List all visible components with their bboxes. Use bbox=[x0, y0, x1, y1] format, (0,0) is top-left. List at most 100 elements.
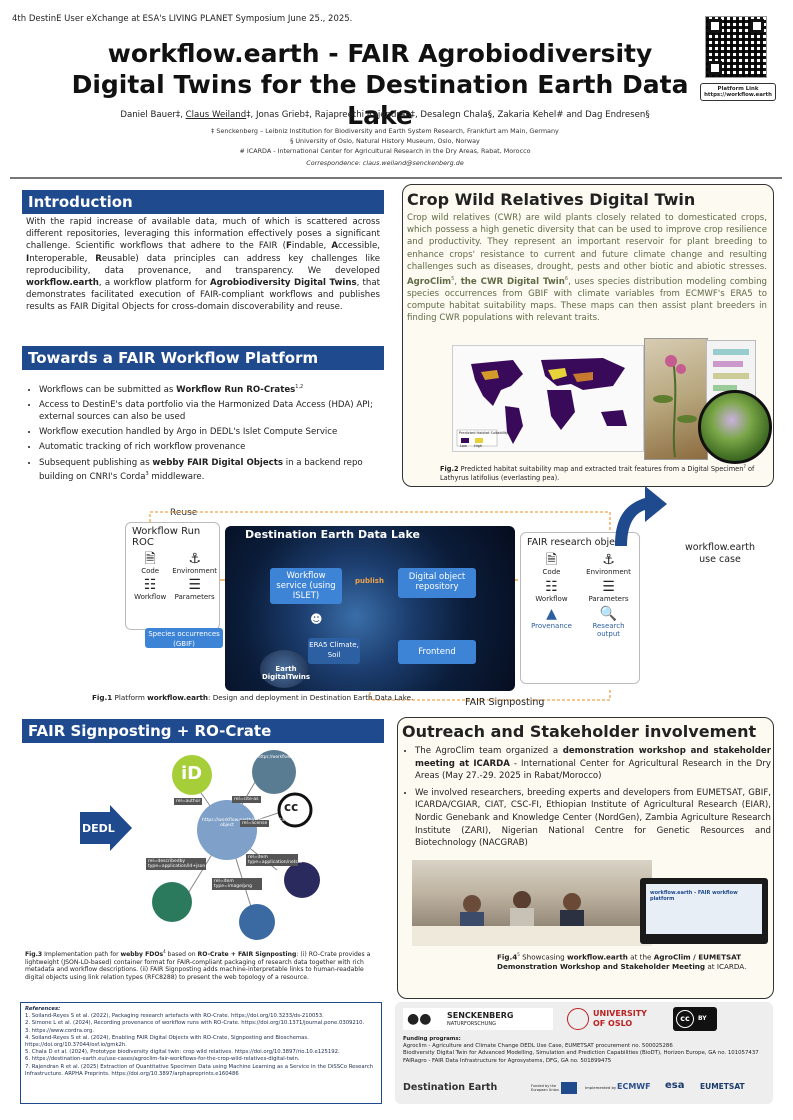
workshop-photo-screen: workflow.earth - FAIR workflow platform bbox=[640, 878, 768, 944]
habitat-suitability-map: Predicted Habitat Suitability Low High bbox=[452, 345, 644, 452]
list-item: Workflows can be submitted as Workflow R… bbox=[39, 382, 379, 396]
esa-logo: esa bbox=[665, 1080, 685, 1091]
eu-flag-icon bbox=[561, 1082, 577, 1094]
qr-code-icon[interactable] bbox=[705, 16, 767, 78]
references-heading: References: bbox=[25, 1006, 61, 1012]
outreach-panel bbox=[397, 717, 774, 999]
author-presenting: Claus Weiland bbox=[185, 110, 247, 120]
dedl-title: Destination Earth Data Lake bbox=[245, 528, 420, 541]
senckenberg-mark-icon: ●● bbox=[407, 1011, 432, 1027]
cwr-text: Crop wild relatives (CWR) are wild plant… bbox=[407, 213, 768, 324]
eumetsat-logo: EUMETSAT bbox=[700, 1082, 745, 1091]
destination-earth-logo: Destination Earth bbox=[403, 1082, 498, 1093]
header-divider bbox=[10, 177, 782, 179]
chart-magnifier-icon: 🔍 bbox=[599, 606, 618, 622]
rel-item-netcdf: rel=item type=application/netcdf bbox=[246, 854, 303, 866]
title-line-2: Digital Twins for the Destination Earth … bbox=[71, 70, 689, 130]
species-occurrences-box: Species occurrences (GBIF) bbox=[145, 628, 223, 648]
funding-programs: Funding programs: Agroclim - Agriculture… bbox=[403, 1036, 759, 1064]
correspondence[interactable]: Correspondence: claus.weiland@senckenber… bbox=[306, 159, 464, 167]
digital-object-repository-box: Digital object repository bbox=[398, 568, 476, 598]
list-item: We involved researchers, breeding expert… bbox=[415, 787, 771, 850]
docker-icon: ⚓ bbox=[602, 552, 615, 568]
fig4-caption: Fig.45 Showcasing workflow.earth at the … bbox=[497, 952, 747, 971]
outreach-list: The AgroClim team organized a demonstrat… bbox=[402, 745, 771, 854]
affiliation-3: # ICARDA - International Center for Agri… bbox=[239, 147, 531, 155]
reuse-label: Reuse bbox=[170, 508, 198, 518]
reference-item[interactable]: 2. Simone L et al. (2024), Recording pro… bbox=[25, 1020, 365, 1027]
dedl-label: DEDL bbox=[82, 822, 115, 835]
reference-item[interactable]: 7. Rajendran R et al. (2025) Extraction … bbox=[25, 1063, 374, 1077]
affiliation-2: § University of Oslo, Natural History Mu… bbox=[290, 137, 480, 145]
workflow-platform-list: Workflows can be submitted as Workflow R… bbox=[26, 382, 379, 488]
fair-code: 🗎Code bbox=[523, 552, 580, 576]
roc-environment: ⚓Environment bbox=[172, 551, 217, 575]
roc-code: 🗎Code bbox=[128, 551, 172, 575]
workflow-icon: ☷ bbox=[545, 579, 558, 595]
reference-item[interactable]: 5. Chala D et al. (2024), Prototype biod… bbox=[25, 1049, 340, 1056]
reference-item[interactable]: 3. https://www.cordra.org. bbox=[25, 1027, 94, 1034]
list-item: The AgroClim team organized a demonstrat… bbox=[415, 745, 771, 783]
screen-text: workflow.earth - FAIR workflow platform bbox=[650, 890, 738, 902]
frontend-box: Frontend bbox=[398, 640, 476, 664]
uio-logo: UNIVERSITY OF OSLO bbox=[567, 1006, 657, 1032]
signposting-diagram: DEDL iD cc https://workflow.earth/datase… bbox=[62, 750, 362, 940]
rel-license: rel=license bbox=[240, 820, 270, 827]
roc-workflow: ☷Workflow bbox=[128, 577, 172, 601]
top-dataset-label: https://workflow.earth/dataset/... bbox=[258, 754, 324, 759]
user-icon: ☻ bbox=[310, 612, 323, 626]
cc-by-license-icon: cc BY bbox=[673, 1007, 717, 1031]
reference-item[interactable]: 6. https://destination-earth.eu/use-case… bbox=[25, 1056, 300, 1063]
author-list: Daniel Bauer‡, Claus Weiland‡, Jonas Gri… bbox=[40, 110, 730, 120]
reference-item[interactable]: 4. Soiland-Reyes S et al. (2024), Enabli… bbox=[25, 1034, 309, 1049]
workflow-service-box: Workflow service (using ISLET) bbox=[270, 568, 342, 604]
publish-label: publish bbox=[355, 577, 384, 585]
docker-icon: ⚓ bbox=[188, 551, 201, 567]
pea-flower-photo bbox=[698, 390, 772, 464]
fair-provenance: ▲Provenance bbox=[523, 606, 580, 638]
authors-rest: ‡, Jonas Grieb‡, Rajapreethi Rajendran‡,… bbox=[246, 110, 650, 120]
orcid-icon: iD bbox=[181, 763, 203, 784]
signposting-heading: FAIR Signposting + RO-Crate bbox=[22, 719, 384, 743]
intro-text: With the rapid increase of available dat… bbox=[26, 217, 381, 313]
map-legend-high: High bbox=[474, 444, 483, 448]
signposting-label: FAIR Signposting bbox=[465, 697, 545, 708]
digital-specimen-image bbox=[644, 338, 708, 460]
fig3-caption: Fig.3 Implementation path for webby FDOs… bbox=[25, 949, 371, 981]
list-item: Workflow execution handled by Argo in DE… bbox=[39, 427, 379, 438]
map-legend-label: Predicted Habitat Suitability bbox=[459, 431, 509, 435]
fig2-caption: Fig.2 Predicted habitat suitability map … bbox=[440, 464, 755, 482]
senckenberg-logo: ●● SENCKENBERG NATURFORSCHUNG bbox=[403, 1008, 553, 1030]
platform-link-label: Platform Link bbox=[717, 86, 759, 92]
cc-license-icon: cc bbox=[284, 800, 299, 814]
event-line: 4th DestinE User eXchange at ESA's LIVIN… bbox=[12, 14, 353, 24]
use-case-arrow-icon bbox=[615, 486, 667, 546]
code-file-icon: 🗎 bbox=[545, 552, 558, 568]
references-box: References: 1. Soiland-Reyes S et al. (2… bbox=[20, 1002, 382, 1104]
workflow-icon: ☷ bbox=[143, 577, 157, 593]
workshop-photo-meeting bbox=[412, 860, 652, 946]
use-case-label: workflow.earth use case bbox=[684, 542, 756, 565]
earth-digital-twins-label: Earth DigitalTwins bbox=[261, 665, 311, 681]
workflow-platform-heading: Towards a FAIR Workflow Platform bbox=[22, 346, 384, 370]
funding-box: ●● SENCKENBERG NATURFORSCHUNG UNIVERSITY… bbox=[395, 1002, 773, 1104]
fair-environment: ⚓Environment bbox=[580, 552, 637, 576]
map-legend-low: Low bbox=[460, 444, 467, 448]
fair-parameters: ☰Parameters bbox=[580, 579, 637, 603]
code-file-icon: 🗎 bbox=[144, 551, 156, 567]
rel-author: rel=author bbox=[174, 798, 203, 805]
fig1-caption: Fig.1 Platform workflow.earth: Design an… bbox=[92, 693, 414, 702]
affiliation-1: ‡ Senckenberg – Leibniz Institution for … bbox=[211, 127, 559, 135]
roc-parameters: ☰Parameters bbox=[172, 577, 217, 601]
platform-link[interactable]: Platform Link https://workflow.earth bbox=[700, 83, 776, 101]
reference-item[interactable]: 1. Soiland-Reyes S et al. (2022), Packag… bbox=[25, 1013, 324, 1020]
intro-heading: Introduction bbox=[22, 190, 384, 214]
list-icon: ☰ bbox=[602, 579, 615, 595]
era5-box: ERA5 Climate, Soil bbox=[308, 638, 360, 664]
fair-object-title: FAIR research object bbox=[527, 537, 624, 548]
platform-link-url[interactable]: https://workflow.earth bbox=[704, 92, 772, 98]
list-icon: ☰ bbox=[188, 577, 201, 593]
implemented-by-label: Implemented by bbox=[585, 1085, 617, 1090]
list-item: Subsequent publishing as webby FAIR Digi… bbox=[39, 458, 379, 484]
provenance-graph-icon: ▲ bbox=[546, 606, 557, 622]
